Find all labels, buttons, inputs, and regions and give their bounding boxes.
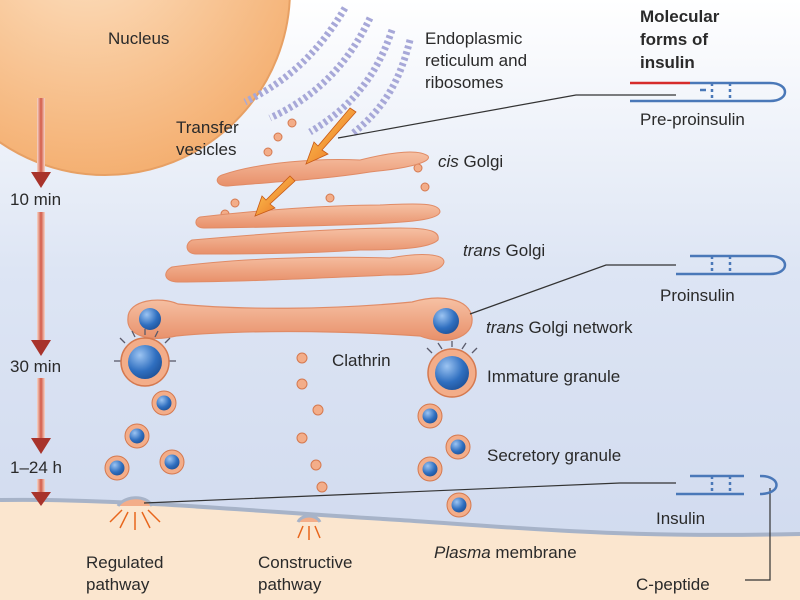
proinsulin-molecule — [676, 254, 787, 276]
constructive-vesicles — [296, 352, 328, 493]
extracellular-space — [0, 499, 800, 600]
secretory-granules-left — [104, 390, 185, 481]
regulated-pathway-label-line2: pathway — [86, 575, 150, 594]
insulin-molecule — [676, 474, 744, 496]
timeline-30-min: 30 min — [10, 357, 61, 376]
insulin-label: Insulin — [656, 509, 705, 528]
c-peptide-molecule — [759, 474, 778, 496]
golgi-cisterna-3 — [186, 227, 439, 255]
secretory-granule-label: Secretory granule — [487, 446, 621, 465]
endoplasmic-reticulum — [243, 6, 414, 137]
immature-granule-left — [114, 329, 176, 387]
golgi-cisterna-2 — [195, 203, 441, 229]
tgn-granule-left — [139, 308, 161, 330]
timeline-10-min: 10 min — [10, 190, 61, 209]
regulated-exocytosis — [109, 496, 161, 530]
secretory-granules-right — [417, 403, 472, 518]
trans-golgi-network-label: trans Golgi network — [486, 318, 633, 337]
nucleus — [0, 0, 291, 176]
cis-golgi-label: cis Golgi — [438, 152, 503, 171]
regulated-pathway-label-line1: Regulated — [86, 553, 164, 572]
molecular-forms-line1: Molecular — [640, 7, 720, 26]
molecular-forms-line2: forms of — [640, 30, 708, 49]
er-label-line1: Endoplasmic — [425, 29, 523, 48]
transfer-arrows — [254, 107, 357, 217]
clathrin-label: Clathrin — [332, 351, 391, 370]
pre-proinsulin-molecule — [630, 81, 787, 103]
pre-proinsulin-label: Pre-proinsulin — [640, 110, 745, 129]
trans-golgi-label: trans Golgi — [463, 241, 545, 260]
trans-golgi-network — [127, 297, 473, 341]
transfer-vesicles-label-line2: vesicles — [176, 140, 236, 159]
er-label-line3: ribosomes — [425, 73, 503, 92]
timeline-1-24-h: 1–24 h — [10, 458, 62, 477]
c-peptide-label: C-peptide — [636, 575, 710, 594]
trans-golgi-cisterna — [165, 254, 445, 283]
constructive-pathway-label-line1: Constructive — [258, 553, 352, 572]
cis-golgi-cisterna — [216, 151, 429, 187]
transfer-vesicles-label-line1: Transfer — [176, 118, 239, 137]
constructive-exocytosis — [296, 514, 322, 540]
plasma-membrane-label: Plasma membrane — [434, 543, 577, 562]
tgn-granule-right — [433, 308, 459, 334]
er-label-line2: reticulum and — [425, 51, 527, 70]
constructive-pathway-label-line2: pathway — [258, 575, 322, 594]
nucleus-label: Nucleus — [108, 29, 169, 48]
leader-lines — [143, 94, 771, 581]
immature-granule-label: Immature granule — [487, 367, 620, 386]
proinsulin-label: Proinsulin — [660, 286, 735, 305]
molecular-forms-line3: insulin — [640, 53, 695, 72]
timeline-arrow — [31, 98, 51, 506]
immature-granule-right — [426, 341, 478, 398]
